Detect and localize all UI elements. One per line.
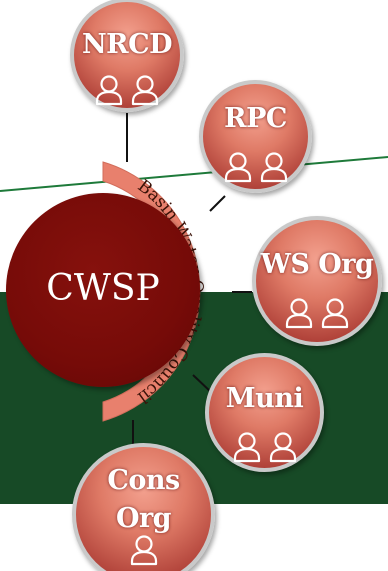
person-icon (256, 151, 292, 183)
person-icon (126, 534, 162, 566)
people-icons-muni (209, 431, 320, 463)
member-bubble-cons-org: Cons Org (72, 443, 215, 571)
connector-rpc (209, 195, 226, 212)
member-bubble-rpc: RPC (199, 80, 312, 193)
member-bubble-ws-org: WS Org (252, 216, 382, 346)
people-icons-cons-org (76, 534, 211, 566)
person-icon (127, 74, 163, 106)
person-icon (229, 431, 265, 463)
member-label-muni: Muni (225, 383, 304, 414)
person-icon (317, 297, 353, 329)
member-label-ws-org: WS Org (260, 249, 374, 280)
person-icon (220, 151, 256, 183)
person-icon (281, 297, 317, 329)
people-icons-rpc (203, 151, 308, 183)
person-icon (91, 74, 127, 106)
cwsp-label: CWSP (46, 268, 160, 309)
people-icons-nrcd (74, 74, 180, 106)
people-icons-ws-org (256, 297, 378, 329)
member-bubble-muni: Muni (205, 353, 324, 472)
person-icon (265, 431, 301, 463)
member-label-cons-org: Cons Org (107, 465, 180, 534)
member-label-rpc: RPC (224, 103, 287, 134)
cwsp-circle: CWSP (6, 193, 200, 387)
member-label-nrcd: NRCD (81, 29, 173, 60)
divider-line (0, 156, 388, 192)
member-bubble-nrcd: NRCD (70, 0, 184, 112)
